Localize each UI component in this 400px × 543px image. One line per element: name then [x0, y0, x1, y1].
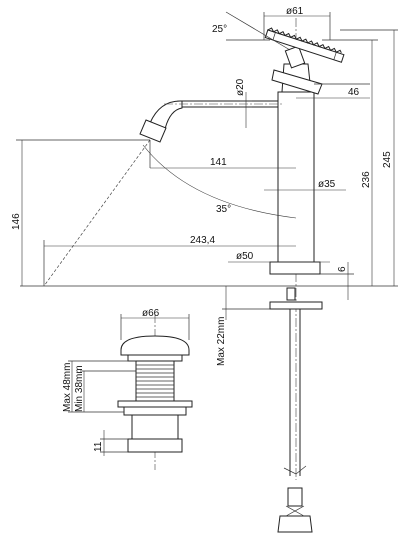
waste-nut: [117, 400, 193, 408]
thread-lines: [136, 364, 174, 398]
swivel-arc: [142, 144, 297, 219]
body-diameter-label: ø35: [318, 179, 336, 190]
handle-stem: [284, 45, 306, 69]
cross-handle[interactable]: [264, 27, 345, 63]
max-deck-waste-label: Max 48mm: [62, 363, 73, 412]
angle-leader: [225, 11, 291, 51]
faucet-base: [269, 261, 321, 275]
mounting-washer: [269, 301, 323, 310]
waste-flange: [127, 354, 183, 362]
waste-washer: [123, 406, 187, 416]
hose-detail: [285, 505, 305, 517]
base-height-label: 6: [337, 266, 348, 272]
min-deck-waste-label: Min 38mm: [74, 365, 85, 412]
total-reach-label: 243,4: [190, 235, 215, 246]
waste-outlet: [127, 438, 183, 453]
max-deck-thickness-label: Max 22mm: [216, 317, 227, 366]
waste-cap: [120, 335, 190, 356]
cap-diameter-label: ø66: [142, 308, 160, 319]
flange-height-label: 11: [93, 441, 104, 452]
spout-reach-label: 141: [210, 157, 227, 168]
valve-cap: [271, 69, 323, 95]
handle-angle-label: 25°: [212, 24, 227, 35]
faucet-drawing: ø61 25° ø20 46 141 ø35 35° 243,4 146 ø50: [11, 6, 398, 533]
hose-end: [287, 487, 303, 507]
swivel-angle-label: 35°: [216, 204, 231, 215]
spout-outlet: [139, 119, 167, 143]
handle-spoke: [272, 32, 276, 41]
faucet-body: [277, 91, 315, 263]
base-diameter-label: ø50: [236, 251, 254, 262]
shank-nut: [286, 287, 296, 301]
body-height-label: 236: [361, 171, 372, 188]
water-jet-line: [43, 139, 151, 287]
handle-spoke: [333, 52, 337, 60]
handle-wheel[interactable]: [264, 29, 345, 63]
hose-fitting: [277, 515, 313, 533]
break-mark: [283, 465, 307, 475]
waste-tail: [131, 414, 179, 440]
total-height-label: 245: [382, 151, 393, 168]
handle-diameter-label: ø61: [286, 6, 304, 17]
outlet-height-label: 146: [11, 213, 22, 230]
waste-drawing: ø66 Max 48mm Min 38mm 11: [62, 308, 193, 470]
spout-diameter-label: ø20: [235, 78, 246, 96]
handle-offset-label: 46: [348, 87, 360, 98]
handle-knurl: [267, 27, 342, 54]
